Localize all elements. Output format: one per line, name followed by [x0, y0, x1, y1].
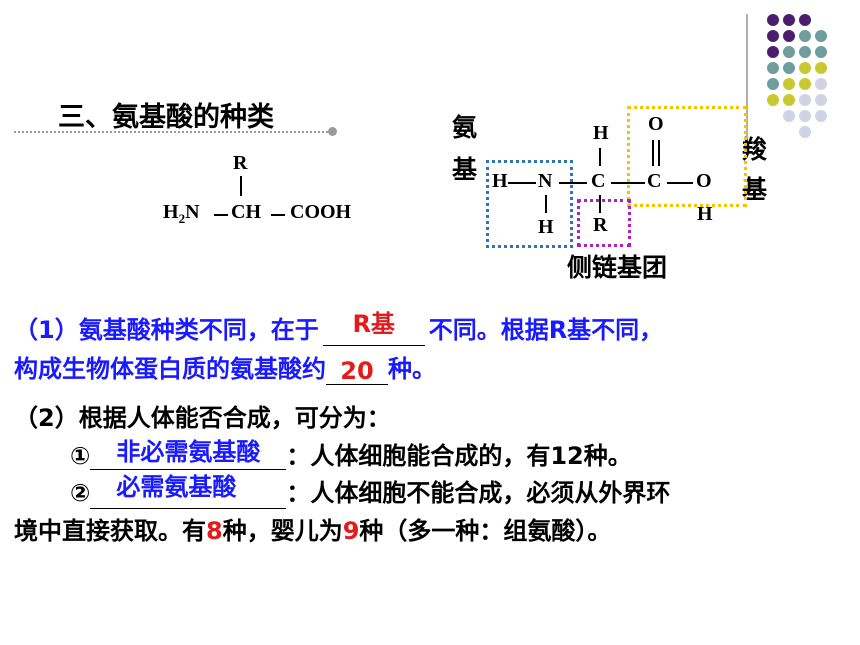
decorative-dot [767, 94, 779, 106]
atom-c-carboxyl: C [647, 170, 662, 192]
blank-item-2: 必需氨基酸 [90, 473, 287, 513]
decorative-dot [767, 78, 779, 90]
paragraph-2-line-4: 境中直接获取。有8种，婴儿为9种（多一种：组氨酸）。 [14, 517, 612, 545]
formula-bond-left [214, 214, 228, 216]
decorative-dot [799, 46, 811, 58]
decorative-dot [767, 14, 779, 26]
decorative-dot [783, 30, 795, 42]
decorative-dot [815, 46, 827, 58]
formula-cooh: COOH [290, 201, 352, 223]
formula-r: R [233, 152, 248, 174]
atom-h-oh: H [697, 203, 713, 225]
decorative-dot [815, 94, 827, 106]
atom-h-under-n: H [538, 216, 554, 238]
decorative-dot [799, 62, 811, 74]
decorative-dot [783, 78, 795, 90]
formula-h2n: H2N [163, 201, 200, 226]
decorative-dot [815, 62, 827, 74]
decorative-dot [767, 46, 779, 58]
atom-o-top: O [648, 113, 664, 135]
decorative-dot [783, 14, 795, 26]
heading-rule-end-dot [328, 127, 337, 136]
decorative-dot [815, 110, 827, 122]
amino-group-box [486, 160, 573, 248]
amino-group-label-1: 氨 [452, 113, 478, 142]
adult-count: 8 [206, 517, 223, 545]
blank-answer-1: R基 [319, 310, 429, 350]
atom-c-alpha: C [591, 170, 606, 192]
decorative-dot [767, 30, 779, 42]
bond-c-o [667, 182, 693, 184]
section-heading: 三、氨基酸的种类 [58, 102, 274, 133]
side-chain-label: 侧链基团 [567, 253, 668, 282]
decorative-dot [799, 126, 811, 138]
heading-dotted-rule [14, 131, 332, 133]
paragraph-2-line-1: （2）根据人体能否合成，可分为： [14, 404, 391, 432]
decorative-dot [799, 94, 811, 106]
side-chain-box [577, 199, 631, 247]
decorative-dot [815, 30, 827, 42]
decorative-dot [799, 110, 811, 122]
decorative-dot-grid [767, 14, 827, 138]
decorative-dot [767, 62, 779, 74]
bond-double-1 [652, 140, 654, 166]
atom-r: R [593, 214, 608, 236]
decorative-dot [783, 110, 795, 122]
formula-ch: CH [231, 201, 261, 223]
infant-count: 9 [342, 517, 360, 545]
decorative-vertical-line [746, 14, 748, 142]
atom-h-left: H [492, 170, 508, 192]
decorative-dot [783, 46, 795, 58]
bond-c-h [599, 148, 601, 166]
decorative-dot [799, 14, 811, 26]
atom-n: N [538, 170, 553, 192]
formula-bond-vertical [240, 176, 242, 196]
decorative-dot [799, 78, 811, 90]
decorative-dot [783, 94, 795, 106]
blank-item-1: 非必需氨基酸 [90, 436, 287, 476]
amino-group-label-2: 基 [452, 155, 478, 184]
blank-answer-2: 20 [326, 349, 388, 389]
bond-c-c [611, 182, 645, 184]
decorative-dot [799, 30, 811, 42]
atom-o-right: O [696, 170, 712, 192]
decorative-dot [783, 62, 795, 74]
bond-n-h [545, 195, 547, 213]
carboxyl-group-box [627, 106, 747, 207]
bond-c-r [599, 195, 601, 213]
bond-double-2 [658, 140, 660, 166]
formula-bond-right [271, 214, 285, 216]
atom-h-top: H [593, 122, 609, 144]
decorative-dot [815, 78, 827, 90]
bond-h-n [508, 182, 536, 184]
bond-n-c [559, 182, 587, 184]
